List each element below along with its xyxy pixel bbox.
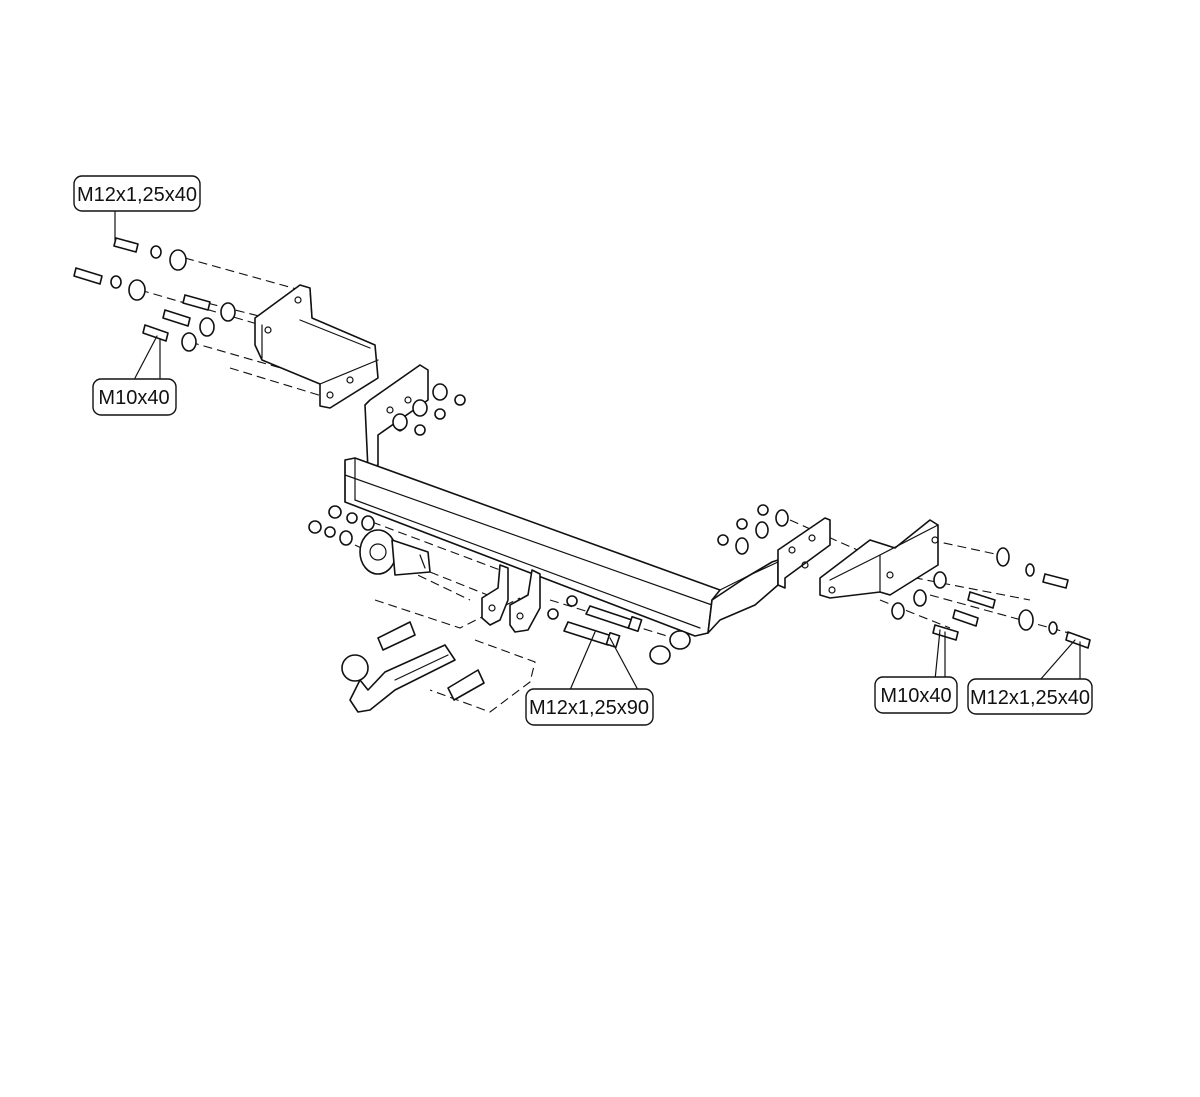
svg-text:M12x1,25x40: M12x1,25x40 (970, 687, 1090, 709)
label-bolt-right: M10x40 (874, 676, 958, 714)
svg-text:M10x40: M10x40 (98, 387, 169, 409)
svg-text:M12x1,25x40: M12x1,25x40 (77, 184, 197, 206)
tow-ball-assembly (341, 621, 485, 713)
right-mounting-bracket (819, 519, 939, 599)
electrical-socket (359, 529, 431, 576)
svg-text:M12x1,25x90: M12x1,25x90 (529, 697, 649, 719)
label-bolt-top-right: M12x1,25x40 (967, 678, 1093, 715)
left-fasteners (73, 237, 466, 436)
left-mounting-bracket (254, 284, 379, 409)
svg-text:M10x40: M10x40 (880, 685, 951, 707)
center-long-bolts (547, 595, 691, 665)
label-bolt-top-left: M12x1,25x40 (73, 175, 201, 212)
main-cross-beam (344, 457, 779, 637)
label-bolt-left: M10x40 (92, 378, 177, 416)
label-bolt-center: M12x1,25x90 (525, 688, 654, 726)
right-side-plate (777, 517, 831, 589)
right-fasteners (717, 504, 1091, 649)
hitch-mounting-plates (481, 564, 541, 633)
socket-fasteners (308, 505, 375, 546)
leader-lines (114, 211, 1081, 691)
